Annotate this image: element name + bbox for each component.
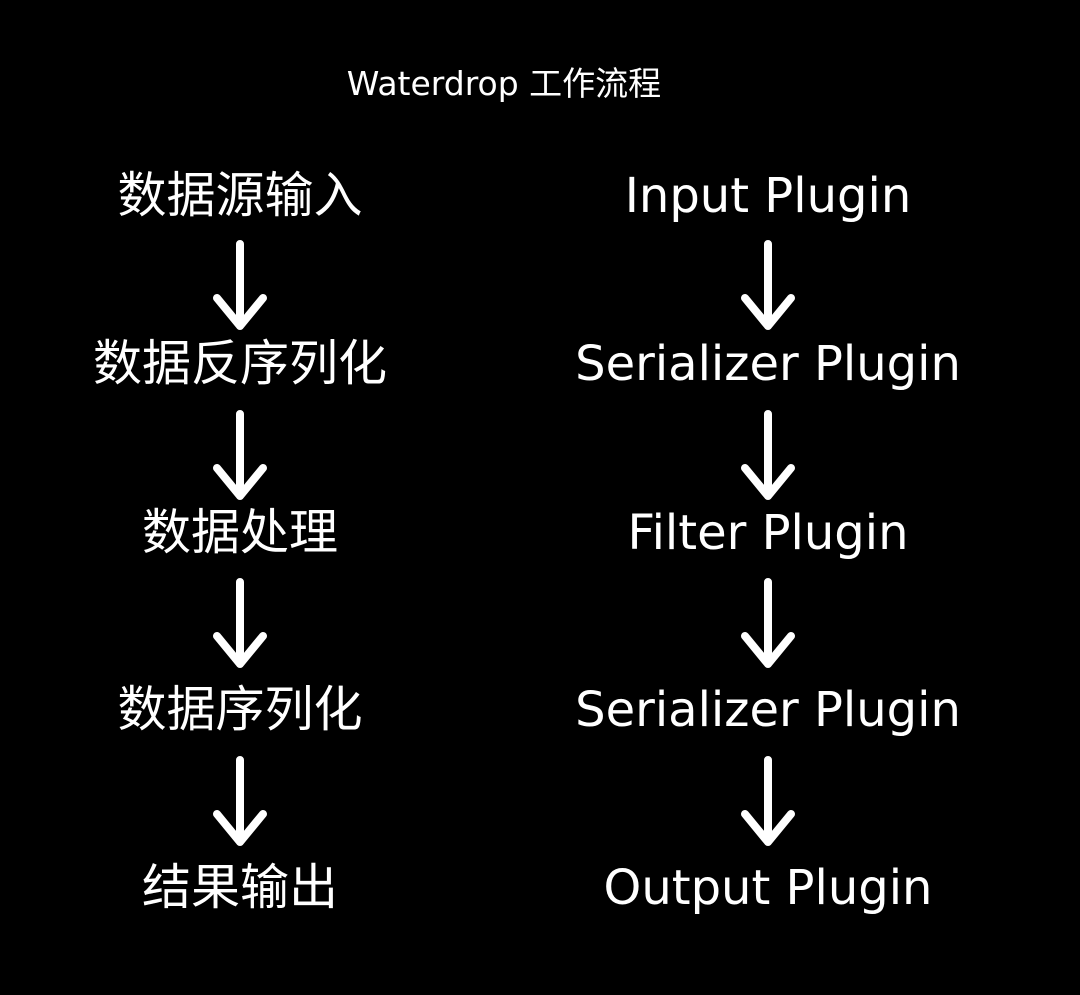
right-step-serializer-plugin: Serializer Plugin bbox=[575, 336, 961, 392]
right-step-serializer-plugin-2: Serializer Plugin bbox=[575, 682, 961, 738]
left-step-data-source-input: 数据源输入 bbox=[117, 167, 363, 224]
right-step-filter-plugin: Filter Plugin bbox=[627, 505, 909, 561]
left-step-data-deserialization: 数据反序列化 bbox=[92, 335, 388, 392]
down-arrow-icon bbox=[740, 410, 796, 502]
down-arrow-icon bbox=[212, 756, 268, 848]
right-step-input-plugin: Input Plugin bbox=[624, 168, 912, 224]
down-arrow-icon bbox=[740, 578, 796, 670]
left-step-result-output: 结果输出 bbox=[141, 859, 339, 916]
down-arrow-icon bbox=[740, 240, 796, 332]
right-step-output-plugin: Output Plugin bbox=[603, 860, 933, 916]
left-step-data-serialization: 数据序列化 bbox=[117, 681, 363, 738]
down-arrow-icon bbox=[212, 578, 268, 670]
down-arrow-icon bbox=[740, 756, 796, 848]
left-step-data-processing: 数据处理 bbox=[141, 504, 339, 561]
down-arrow-icon bbox=[212, 410, 268, 502]
down-arrow-icon bbox=[212, 240, 268, 332]
diagram-title: Waterdrop 工作流程 bbox=[346, 64, 662, 103]
